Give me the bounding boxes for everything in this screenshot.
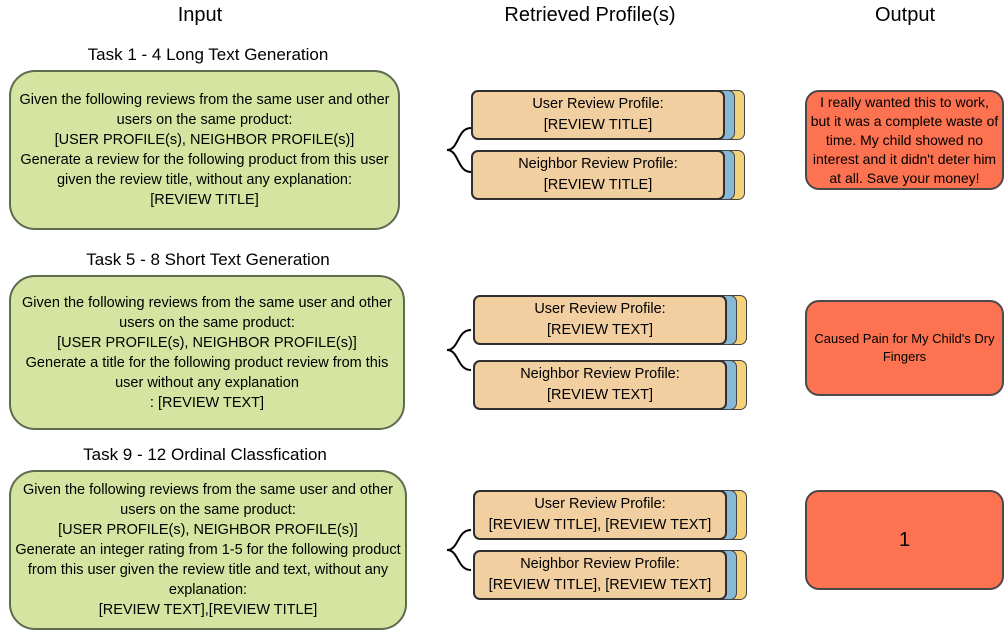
curly-brace-connector bbox=[446, 529, 472, 571]
user-review-profile-card: User Review Profile: [REVIEW TITLE] bbox=[471, 90, 725, 140]
profile-value: [REVIEW TEXT] bbox=[546, 387, 654, 403]
curly-brace-connector bbox=[446, 329, 472, 371]
output-box-ordinal-classification: 1 bbox=[805, 490, 1004, 590]
profile-value: [REVIEW TITLE], [REVIEW TEXT] bbox=[488, 577, 712, 593]
retrieved-column-header: Retrieved Profile(s) bbox=[504, 4, 676, 26]
neighbor-review-profile-stack: Neighbor Review Profile: [REVIEW TITLE] bbox=[471, 150, 747, 204]
neighbor-review-profile-stack: Neighbor Review Profile: [REVIEW TITLE],… bbox=[473, 550, 749, 604]
user-review-profile-card: User Review Profile: [REVIEW TITLE], [RE… bbox=[473, 490, 727, 540]
profile-value: [REVIEW TITLE] bbox=[543, 117, 653, 133]
output-box-long-text: I really wanted this to work, but it was… bbox=[805, 90, 1004, 190]
profile-label: Neighbor Review Profile: bbox=[520, 366, 680, 382]
task-title-short-text: Task 5 - 8 Short Text Generation bbox=[86, 250, 330, 269]
task-title-ordinal-classification: Task 9 - 12 Ordinal Classfication bbox=[83, 445, 327, 464]
task-title-long-text: Task 1 - 4 Long Text Generation bbox=[87, 45, 329, 64]
profile-label: Neighbor Review Profile: bbox=[520, 556, 680, 572]
profile-label: User Review Profile: bbox=[534, 496, 666, 512]
input-column-header: Input bbox=[177, 4, 223, 26]
curly-brace-connector bbox=[446, 127, 472, 173]
user-review-profile-card: User Review Profile: [REVIEW TEXT] bbox=[473, 295, 727, 345]
input-prompt-box-long-text: Given the following reviews from the sam… bbox=[9, 70, 400, 230]
output-box-short-text: Caused Pain for My Child's Dry Fingers bbox=[805, 300, 1004, 396]
profile-value: [REVIEW TEXT] bbox=[546, 322, 654, 338]
input-prompt-box-ordinal-classification: Given the following reviews from the sam… bbox=[9, 470, 407, 630]
output-text: Caused Pain for My Child's Dry Fingers bbox=[814, 331, 995, 364]
profile-label: User Review Profile: bbox=[532, 96, 664, 112]
output-text: I really wanted this to work, but it was… bbox=[810, 93, 999, 186]
neighbor-review-profile-card: Neighbor Review Profile: [REVIEW TITLE],… bbox=[473, 550, 727, 600]
user-review-profile-stack: User Review Profile: [REVIEW TEXT] bbox=[473, 295, 749, 349]
output-column-header: Output bbox=[874, 4, 936, 26]
input-prompt-box-short-text: Given the following reviews from the sam… bbox=[9, 275, 405, 430]
neighbor-review-profile-card: Neighbor Review Profile: [REVIEW TITLE] bbox=[471, 150, 725, 200]
profile-value: [REVIEW TITLE], [REVIEW TEXT] bbox=[488, 517, 712, 533]
output-text: 1 bbox=[898, 528, 911, 551]
input-prompt-text: Given the following reviews from the sam… bbox=[22, 294, 392, 411]
input-prompt-text: Given the following reviews from the sam… bbox=[15, 482, 401, 618]
input-prompt-text: Given the following reviews from the sam… bbox=[19, 92, 390, 208]
neighbor-review-profile-card: Neighbor Review Profile: [REVIEW TEXT] bbox=[473, 360, 727, 410]
user-review-profile-stack: User Review Profile: [REVIEW TITLE], [RE… bbox=[473, 490, 749, 544]
neighbor-review-profile-stack: Neighbor Review Profile: [REVIEW TEXT] bbox=[473, 360, 749, 414]
profile-value: [REVIEW TITLE] bbox=[543, 177, 653, 193]
profile-label: Neighbor Review Profile: bbox=[518, 156, 678, 172]
user-review-profile-stack: User Review Profile: [REVIEW TITLE] bbox=[471, 90, 747, 144]
profile-label: User Review Profile: bbox=[534, 301, 666, 317]
